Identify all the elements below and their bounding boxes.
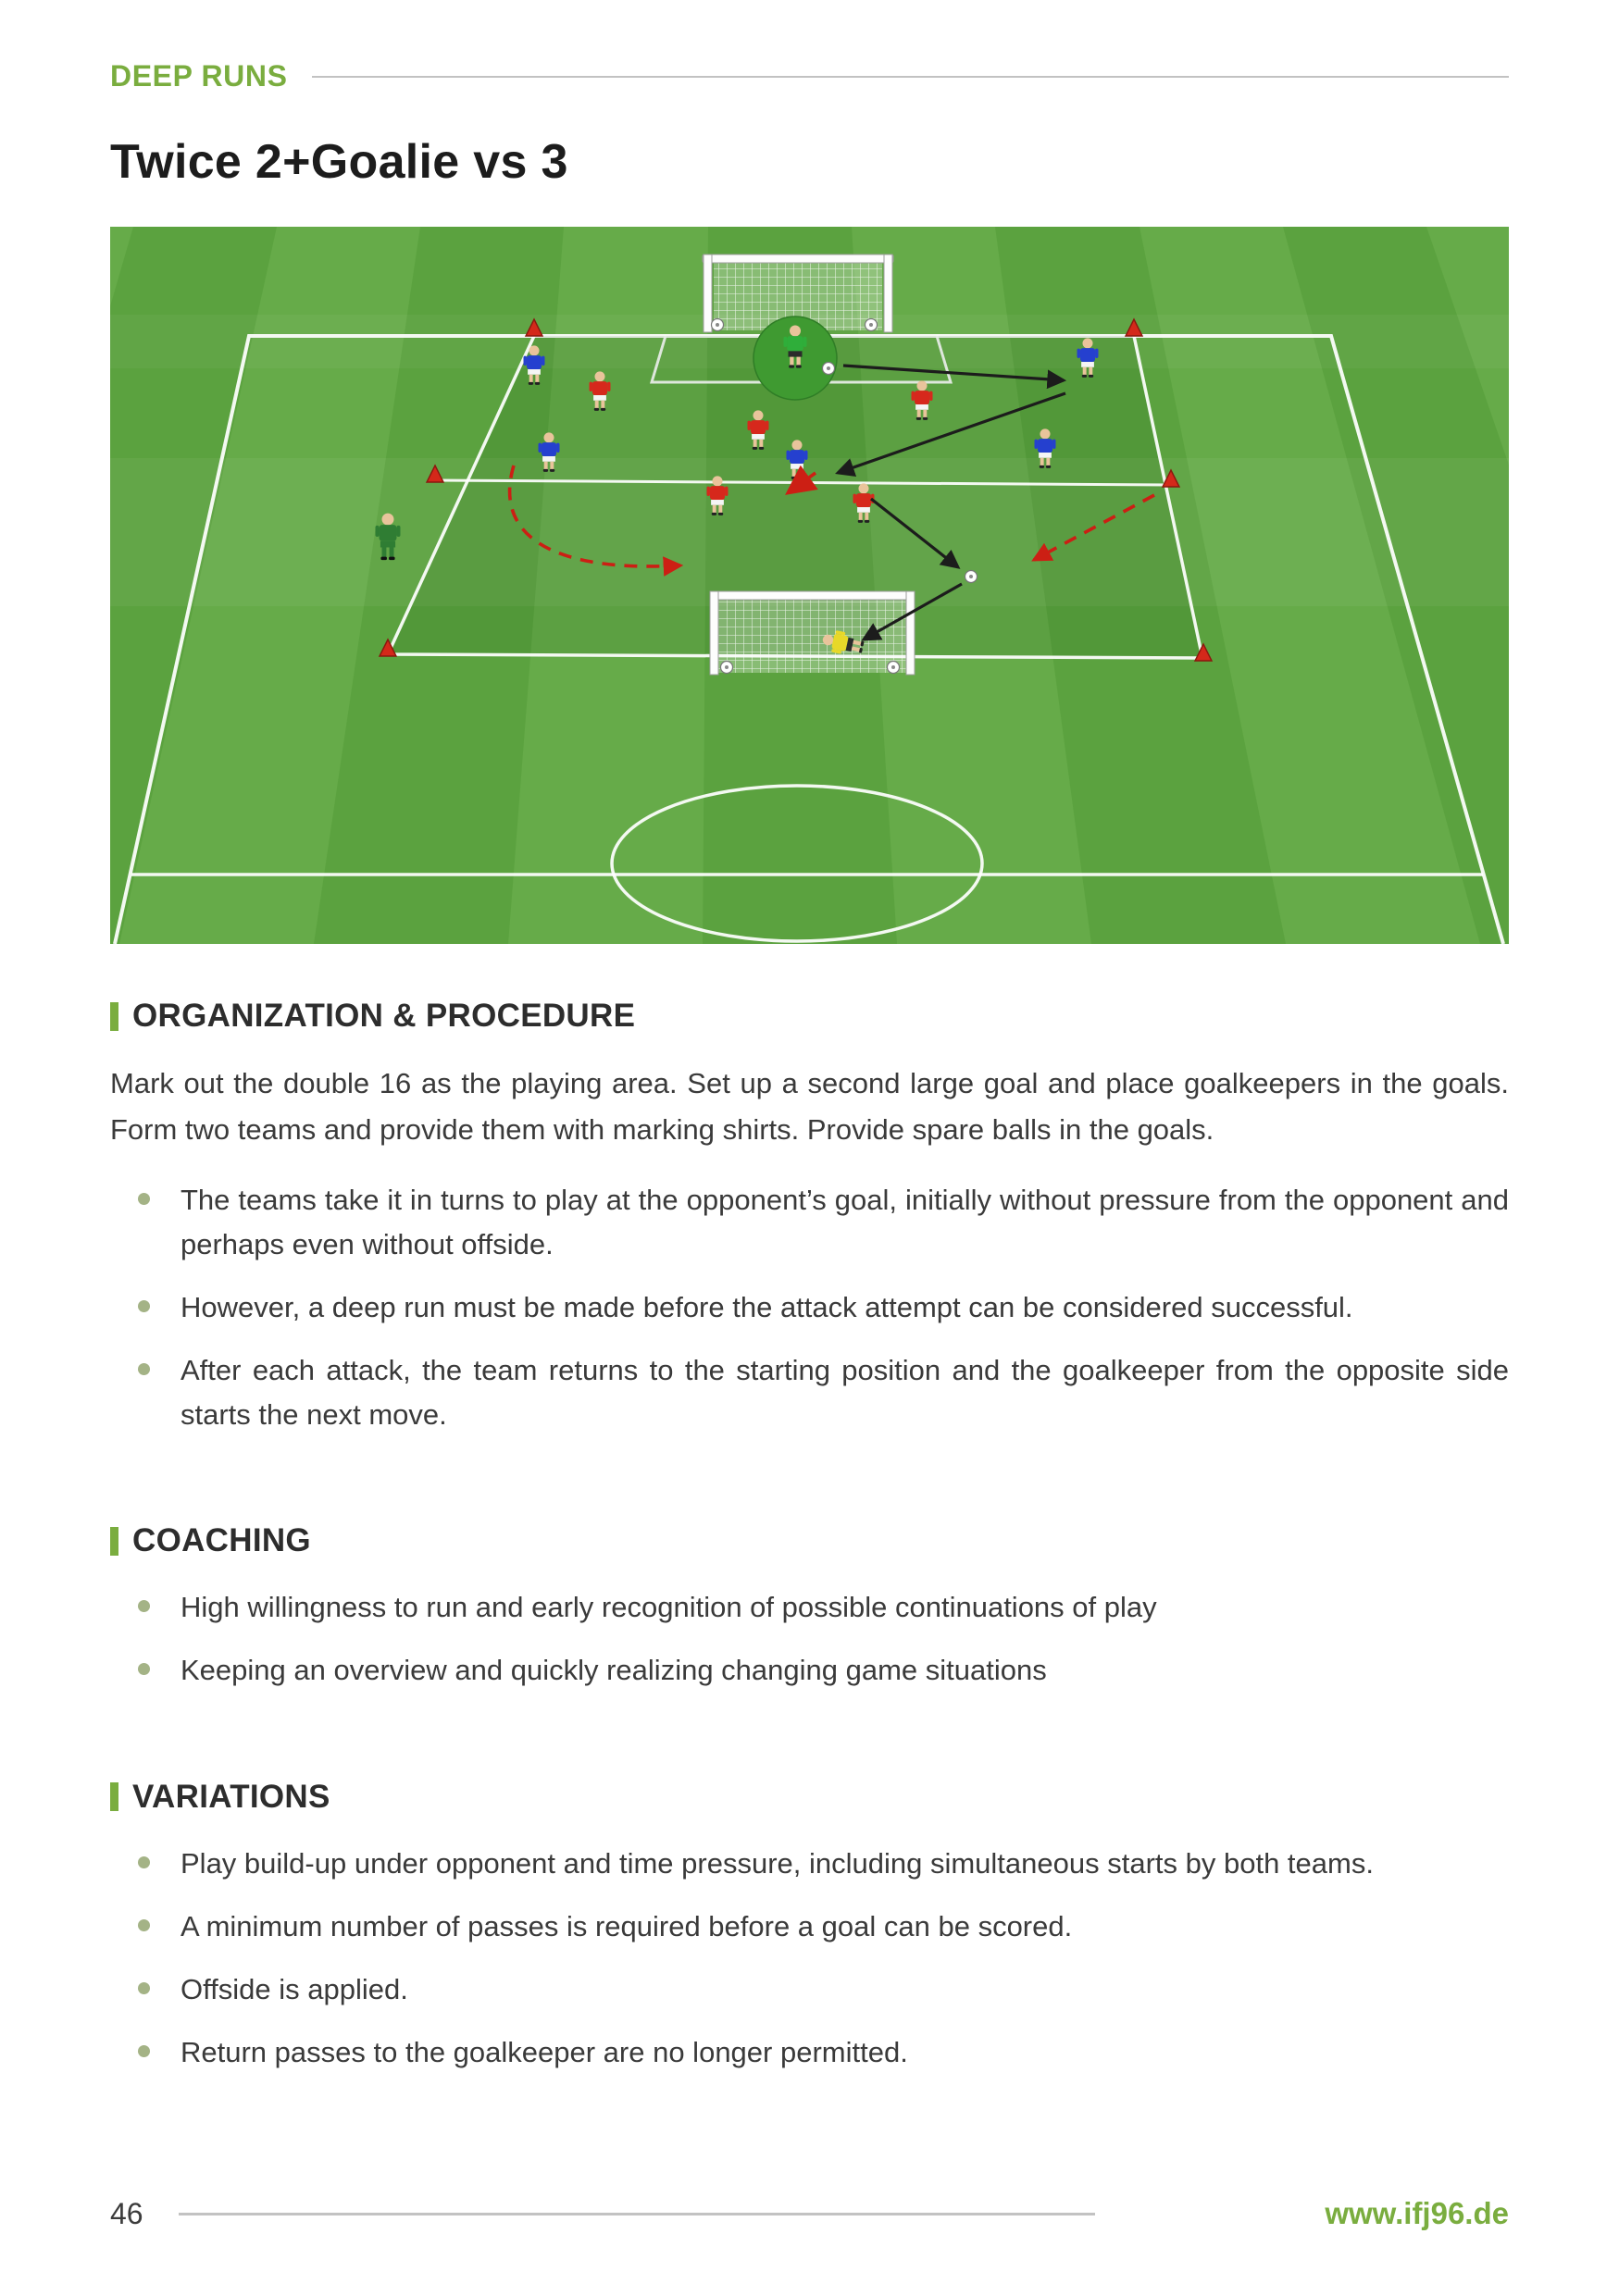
- ball: [710, 317, 725, 332]
- section-heading: COACHING: [132, 1522, 311, 1559]
- bullet-item: Return passes to the goalkeeper are no l…: [110, 2030, 1509, 2075]
- footer-page-number: 46: [110, 2196, 143, 2230]
- ball: [886, 660, 901, 675]
- page-category: DEEP RUNS: [110, 59, 288, 93]
- bullet-list: High willingness to run and early recogn…: [110, 1585, 1509, 1693]
- page-header: DEEP RUNS: [110, 59, 1509, 93]
- section-heading: VARIATIONS: [132, 1778, 330, 1815]
- bullet-item: After each attack, the team returns to t…: [110, 1348, 1509, 1437]
- pass-arrows: [835, 364, 1067, 641]
- ball: [821, 361, 836, 376]
- footer-website: www.ifj96.de: [1325, 2196, 1509, 2230]
- drill-diagram: [110, 227, 1509, 944]
- section-marker: [110, 1526, 118, 1556]
- section-variations: VARIATIONS Play build-up under opponent …: [110, 1712, 1509, 2093]
- section-marker: [110, 1782, 118, 1812]
- bullet-list: Play build-up under opponent and time pr…: [110, 1842, 1509, 2075]
- bullet-list: The teams take it in turns to play at th…: [110, 1178, 1509, 1437]
- page-title: Twice 2+Goalie vs 3: [110, 135, 568, 189]
- ball: [864, 317, 878, 332]
- section-marker: [110, 1001, 118, 1031]
- footer-rule: [178, 2212, 1096, 2215]
- bullet-item: Offside is applied.: [110, 1967, 1509, 2012]
- section-intro: Mark out the double 16 as the playing ar…: [110, 1067, 1509, 1146]
- middle-goal: [709, 590, 915, 676]
- bullet-item: High willingness to run and early recogn…: [110, 1585, 1509, 1630]
- ball: [964, 569, 978, 584]
- bullet-item: Play build-up under opponent and time pr…: [110, 1842, 1509, 1886]
- bullet-item: Keeping an overview and quickly realizin…: [110, 1648, 1509, 1693]
- bullet-item: The teams take it in turns to play at th…: [110, 1178, 1509, 1267]
- bullet-item: A minimum number of passes is required b…: [110, 1905, 1509, 1949]
- goalkeeper-highlight: [753, 316, 838, 401]
- bullet-item: However, a deep run must be made before …: [110, 1285, 1509, 1330]
- page-footer: 46 www.ifj96.de: [110, 2141, 1509, 2231]
- center-circle: [610, 784, 984, 943]
- section-heading: ORGANIZATION & PROCEDURE: [132, 998, 636, 1034]
- run-arrows: [507, 465, 1155, 577]
- header-rule: [311, 75, 1509, 78]
- ball: [719, 660, 734, 675]
- section-organization: ORGANIZATION & PROCEDURE Mark out the do…: [110, 944, 1509, 1456]
- section-coaching: COACHING High willingness to run and ear…: [110, 1456, 1509, 1711]
